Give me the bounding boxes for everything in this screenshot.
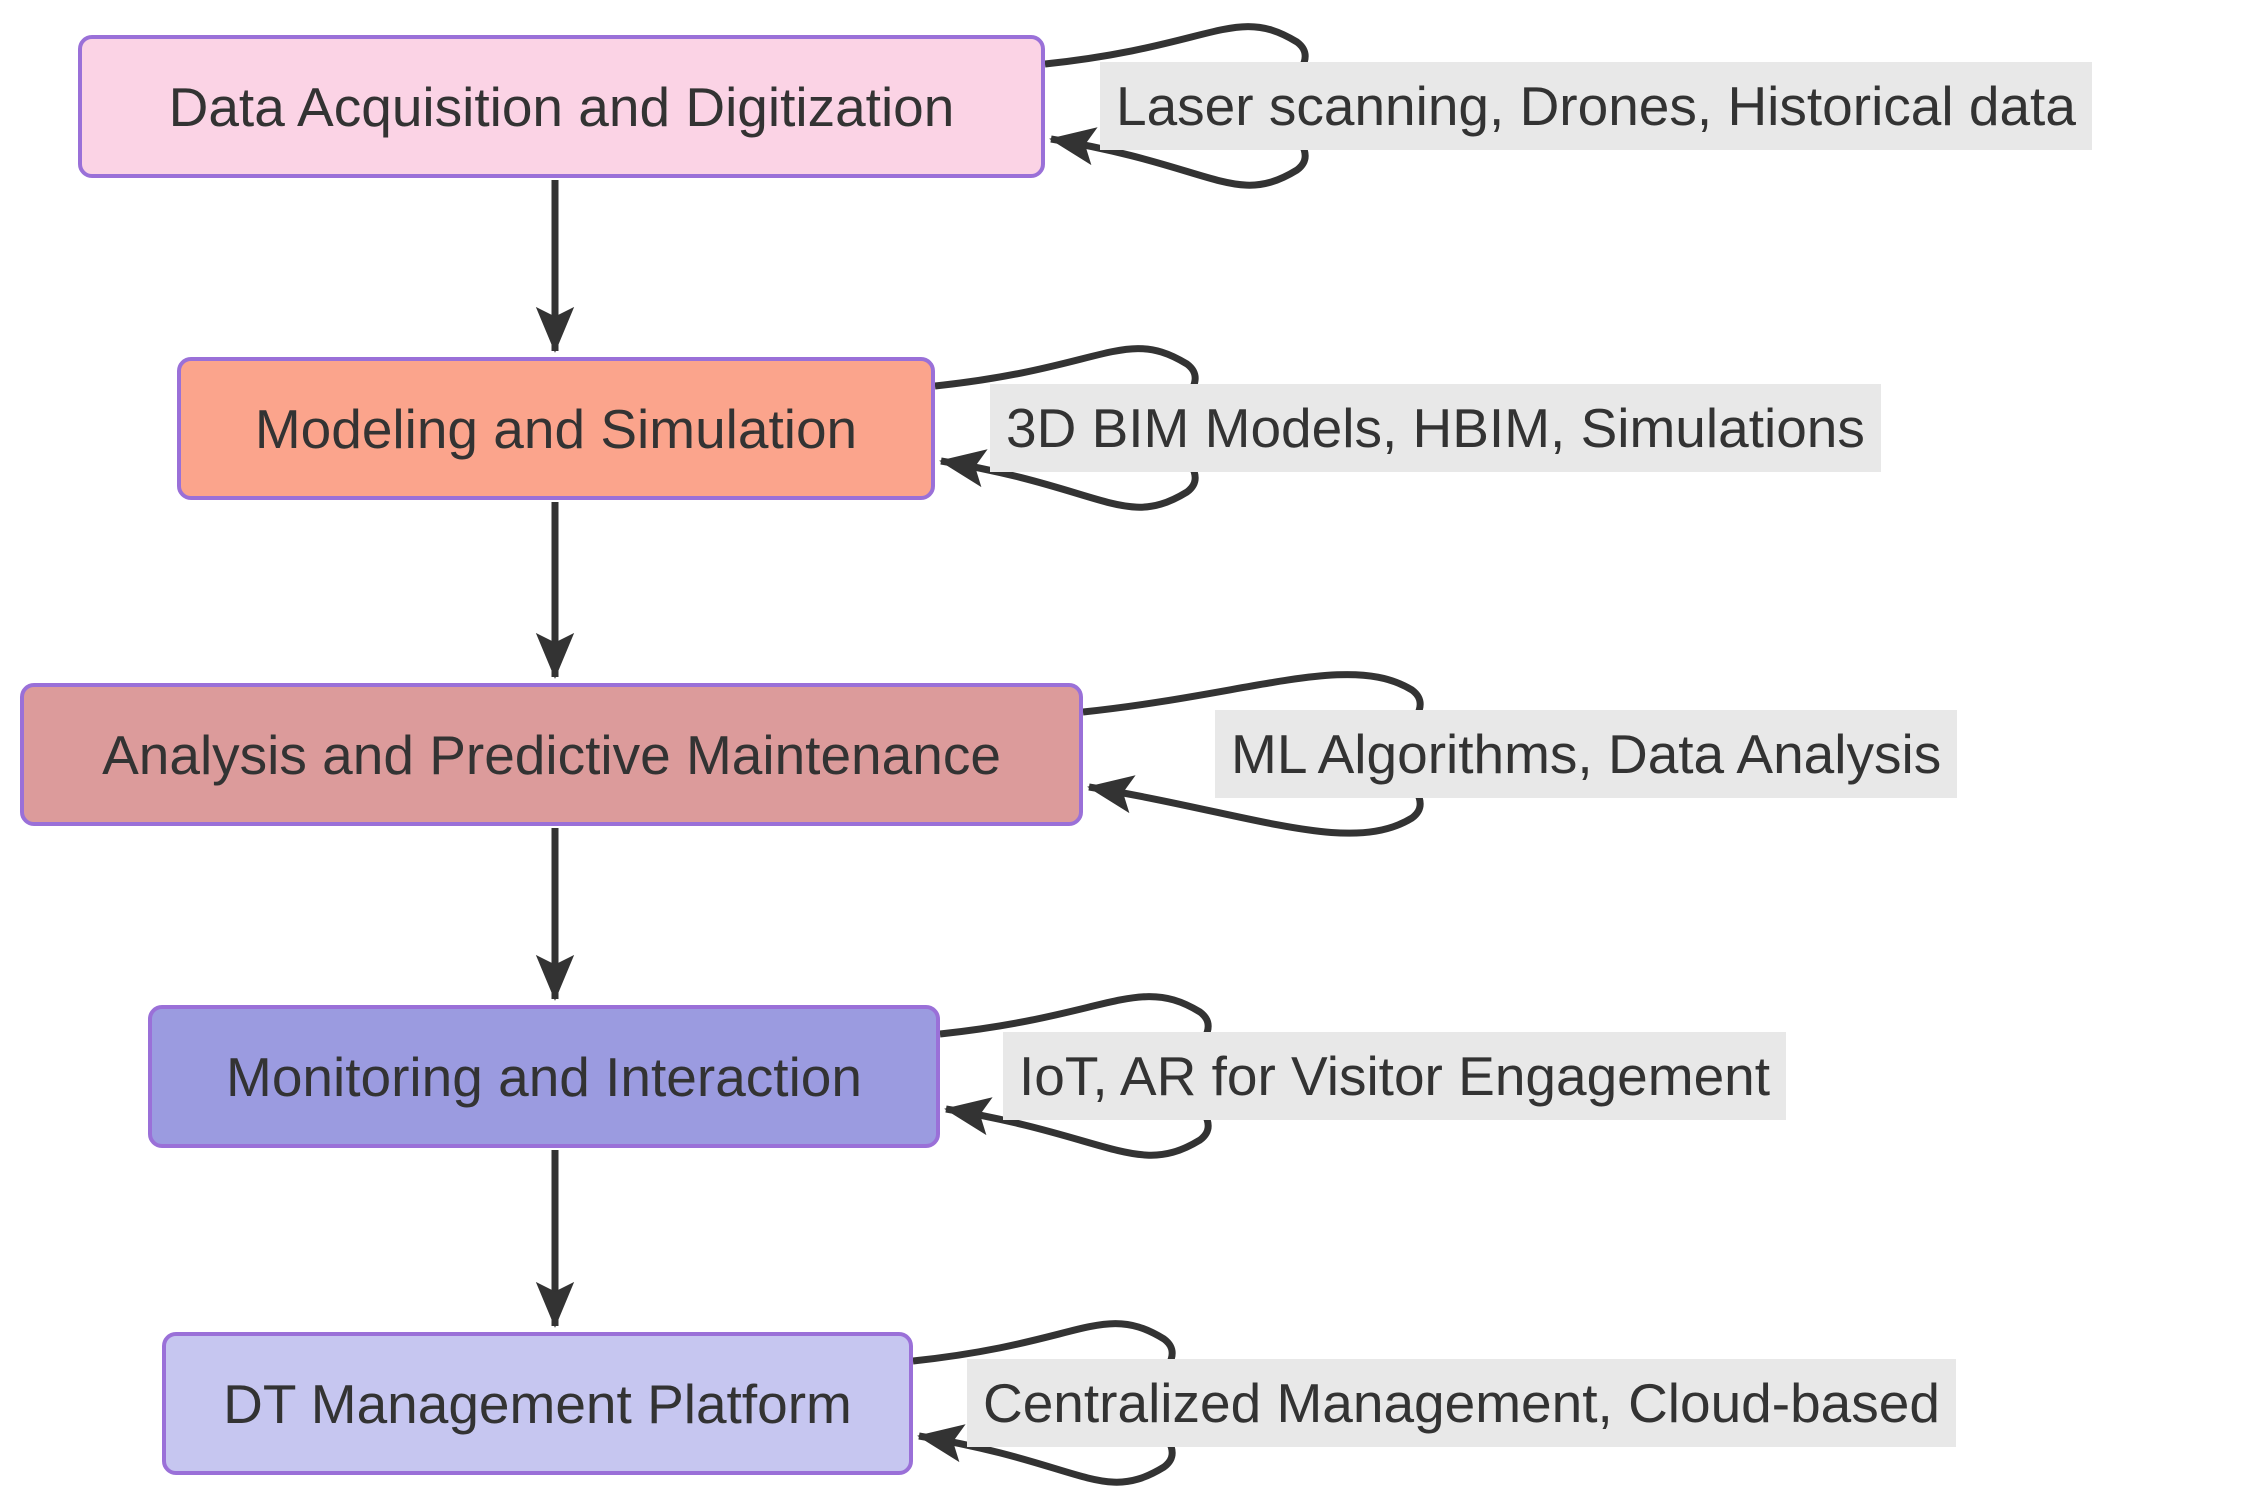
node-label: Modeling and Simulation: [254, 397, 858, 460]
loop-step3-bottom: [1087, 769, 1424, 837]
node-modeling-simulation: Modeling and Simulation: [177, 357, 935, 500]
node-analysis-predictive-maintenance: Analysis and Predictive Maintenance: [20, 683, 1083, 826]
edge-label-step3-tools: ML Algorithms, Data Analysis: [1215, 710, 1958, 798]
node-label: Analysis and Predictive Maintenance: [102, 723, 1001, 786]
loop-step4-bottom: [944, 1091, 1212, 1159]
edge-label-step4-tools: IoT, AR for Visitor Engagement: [1003, 1032, 1787, 1120]
node-label: Monitoring and Interaction: [226, 1045, 862, 1108]
edge-label-step5-tools: Centralized Management, Cloud-based: [967, 1359, 1956, 1447]
node-monitoring-interaction: Monitoring and Interaction: [148, 1005, 940, 1148]
node-label: Data Acquisition and Digitization: [168, 75, 955, 138]
node-label: DT Management Platform: [223, 1372, 852, 1435]
node-dt-management-platform: DT Management Platform: [162, 1332, 913, 1475]
loop-step3-top: [1082, 671, 1424, 739]
edge-label-step1-tools: Laser scanning, Drones, Historical data: [1100, 62, 2092, 150]
edge-label-step2-tools: 3D BIM Models, HBIM, Simulations: [990, 384, 1881, 472]
node-data-acquisition: Data Acquisition and Digitization: [78, 35, 1045, 178]
